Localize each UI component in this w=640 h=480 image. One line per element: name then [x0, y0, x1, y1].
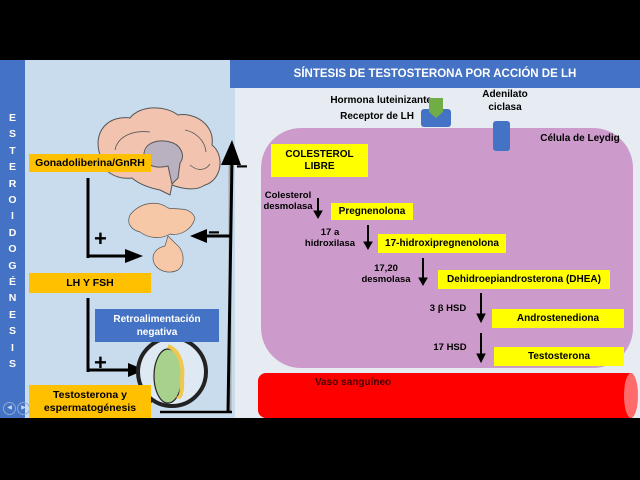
- lh-fsh-label: LH Y FSH: [29, 273, 151, 293]
- blood-vessel-label: Vaso sanguíneo: [315, 377, 392, 388]
- page-title: SÍNTESIS DE TESTOSTERONA POR ACCIÓN DE L…: [230, 60, 640, 88]
- adenylate-cyclase-icon: [493, 121, 510, 151]
- adenylate-cyclase-label: Adenilato ciclasa: [482, 89, 528, 113]
- enzyme-3b-hsd: 3 β HSD: [429, 303, 467, 314]
- sidebar-title-letter: R: [8, 177, 17, 190]
- arrow-down-icon: [363, 241, 373, 251]
- blood-vessel-end: [624, 373, 638, 418]
- blood-vessel: [258, 373, 632, 418]
- sidebar-title-letter: E: [8, 308, 16, 321]
- lh-hormone-icon: [429, 98, 443, 118]
- enzyme-17-hsd: 17 HSD: [433, 342, 467, 353]
- receptor-illustration: [313, 98, 510, 364]
- lh-receptor-label: Receptor de LH: [340, 111, 414, 122]
- plus-sign: +: [94, 350, 107, 375]
- sidebar-title-letter: É: [8, 276, 16, 289]
- prev-slide-icon[interactable]: ◀: [3, 402, 16, 415]
- testosterone-spermatogenesis-label: Testosterona y espermatogénesis: [29, 385, 151, 418]
- negative-feedback-label: Retroalimentación negativa: [95, 309, 219, 342]
- cell-label: Célula de Leydig: [540, 133, 620, 144]
- arrow-to-pituitary-icon: [125, 249, 143, 263]
- arrow-down-icon: [418, 277, 428, 287]
- feedback-arrow-up-icon: [221, 140, 241, 165]
- sidebar-title-letter: E: [8, 112, 16, 124]
- enzyme-cholesterol-desmolase: Colesterol desmolasa: [263, 190, 313, 212]
- lh-hormone-label: Hormona luteinizante: [330, 95, 432, 106]
- pathway-step-pregnenolone: Pregnenolona: [331, 203, 413, 220]
- sidebar-title-letter: D: [8, 226, 17, 239]
- enzyme-17-20-desmolase: 17,20 desmolasa: [361, 263, 411, 285]
- sidebar-title-letter: S: [8, 358, 16, 371]
- feedback-arrow-left-icon: [190, 229, 207, 243]
- left-illustration: [86, 107, 241, 418]
- hypothalamus-icon: [128, 202, 196, 238]
- sidebar-title-letter: E: [8, 161, 16, 174]
- sidebar-title-letter: G: [8, 259, 17, 272]
- sidebar-title-letter: N: [8, 292, 17, 305]
- minus-sign: −: [208, 222, 220, 244]
- sidebar-title-letter: I: [11, 341, 14, 354]
- arrow-down-icon: [313, 210, 323, 220]
- gnrh-label: Gonadoliberina/GnRH: [29, 154, 151, 172]
- sidebar-title-letter: I: [11, 210, 14, 223]
- pathway-step-testosterone: Testosterona: [494, 347, 624, 366]
- pathway-arrows: [313, 198, 486, 364]
- sidebar-title-letter: S: [8, 128, 16, 141]
- brain-icon: [97, 107, 221, 196]
- sidebar-title-letter: O: [8, 194, 17, 207]
- sidebar-title-letter: S: [8, 325, 16, 338]
- pituitary-icon: [152, 235, 184, 273]
- pathway-step-17-hydroxypregnenolone: 17-hidroxipregnenolona: [378, 234, 506, 253]
- pathway-step-dhea: Dehidroepiandrosterona (DHEA): [438, 270, 610, 289]
- pathway-step-androstenedione: Androstenediona: [492, 309, 624, 328]
- sidebar-title-letter: O: [8, 243, 17, 256]
- arrow-down-icon: [476, 353, 486, 364]
- enzyme-17a-hydroxylase: 17 a hidroxilasa: [304, 227, 356, 249]
- arrow-down-icon: [476, 313, 486, 324]
- pathway-step-cholesterol: COLESTEROL LIBRE: [271, 144, 368, 177]
- sidebar-title-letter: T: [9, 144, 16, 157]
- minus-sign: −: [236, 156, 248, 178]
- plus-sign: +: [94, 226, 107, 251]
